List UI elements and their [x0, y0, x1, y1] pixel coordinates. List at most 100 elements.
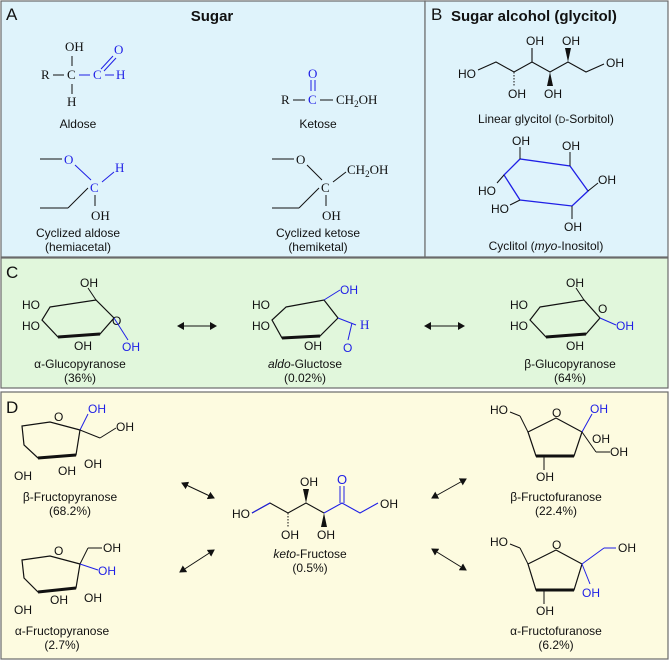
- beta-frf-oh-1: HO: [490, 403, 508, 417]
- beta-frp-caption-1: β-Fructopyranose: [23, 490, 118, 504]
- cyc-ketose-o: O: [296, 152, 305, 167]
- aldo-glc-h: H: [360, 317, 369, 332]
- beta-glc-caption-1: β-Glucopyranose: [524, 357, 616, 371]
- equilibrium-arrow-d3: [431, 478, 467, 499]
- beta-frp-oh-2: OH: [116, 420, 134, 434]
- cyc-aldose-h: H: [115, 160, 124, 175]
- keto-fru-oh-1: HO: [232, 507, 250, 521]
- panel-a-background: [0, 0, 426, 258]
- beta-frf-oh-2: OH: [590, 402, 608, 416]
- ketose-structure: O R C CH2OH Ketose: [281, 66, 377, 131]
- beta-glc-oh-4: OH: [566, 339, 584, 353]
- aldo-glc-oh-top: OH: [340, 283, 358, 297]
- sorbitol-oh-2: OH: [562, 34, 580, 48]
- aldose-o: O: [114, 42, 123, 57]
- inositol-oh-4: HO: [478, 184, 496, 198]
- alpha-frf-oh-4: OH: [536, 604, 554, 618]
- alpha-glc-ring-o: O: [112, 314, 121, 328]
- keto-fru-caption-1: keto-Fructose: [273, 547, 347, 561]
- beta-frf-oh-4: OH: [610, 445, 628, 459]
- alpha-glc-oh-2: HO: [22, 298, 40, 312]
- panel-b: B Sugar alcohol (glycitol) OH OH OH OH O…: [424, 0, 669, 258]
- beta-glc-caption-2: (64%): [554, 371, 586, 385]
- beta-frp-ring-o: O: [54, 410, 63, 424]
- aldose-h-bottom: H: [67, 94, 76, 109]
- alpha-glc-caption-1: α-Glucopyranose: [34, 357, 126, 371]
- alpha-glc-oh-5: OH: [122, 340, 140, 354]
- beta-glc-oh-5: OH: [616, 319, 634, 333]
- cyclized-aldose-structure: O C H OH Cyclized aldose (hemiacetal): [36, 152, 124, 254]
- sorbitol-oh-4: OH: [544, 87, 562, 101]
- panel-d: D O OH OH OH OH OH β-Fructopyranose (68.…: [0, 391, 669, 660]
- keto-fructose-structure: O HO OH OH OH OH keto-Fructose (0.5%): [232, 472, 398, 575]
- cyc-ketose-oh: OH: [322, 208, 341, 223]
- keto-fru-caption-2: (0.5%): [292, 561, 327, 575]
- aldo-glc-oh-3: HO: [252, 319, 270, 333]
- sorbitol-oh-1: OH: [526, 34, 544, 48]
- beta-frp-oh-1: OH: [88, 402, 106, 416]
- alpha-glc-oh-4: OH: [74, 339, 92, 353]
- alpha-frp-oh-3: OH: [84, 591, 102, 605]
- keto-fru-oh-5: OH: [380, 497, 398, 511]
- ketose-o: O: [308, 66, 317, 81]
- alpha-glc-caption-2: (36%): [64, 371, 96, 385]
- aldose-c1: C: [67, 67, 76, 82]
- sorbitol-caption: Linear glycitol (D-Sorbitol): [478, 112, 614, 126]
- inositol-oh-1: OH: [512, 134, 530, 148]
- alpha-glucopyranose-structure: O OH HO HO OH OH α-Glucopyranose (36%): [22, 276, 140, 385]
- panel-c: C O OH HO HO OH OH α-Glucopyranose (36%)…: [0, 257, 669, 389]
- ketose-c: C: [308, 92, 317, 107]
- aldo-glc-caption-2: (0.02%): [284, 371, 326, 385]
- beta-fructopyranose-structure: O OH OH OH OH OH β-Fructopyranose (68.2%…: [14, 402, 134, 518]
- aldo-glc-oh-4: OH: [304, 339, 322, 353]
- panel-c-background: [0, 257, 669, 389]
- inositol-oh-3: OH: [598, 173, 616, 187]
- cyc-ketose-ch2oh: CH2OH: [347, 162, 388, 179]
- alpha-frf-oh-2: OH: [618, 541, 636, 555]
- equilibrium-arrow-d1: [181, 481, 215, 500]
- keto-fru-oh-2: OH: [300, 475, 318, 489]
- aldose-structure: OH R C H C O H Aldose: [41, 39, 125, 131]
- inositol-structure: OH OH OH HO HO OH Cyclitol (myo-Inositol…: [478, 134, 616, 253]
- inositol-oh-2: OH: [562, 139, 580, 153]
- alpha-frf-oh-3: OH: [582, 586, 600, 600]
- panel-b-background: [424, 0, 669, 258]
- beta-fructofuranose-structure: O HO OH OH OH OH β-Fructofuranose (22.4%…: [490, 402, 628, 518]
- cyc-ketose-caption-1: Cyclized ketose: [276, 226, 360, 240]
- alpha-frp-oh-1: OH: [103, 541, 121, 555]
- alpha-frp-oh-5: OH: [14, 603, 32, 617]
- aldo-glc-caption-1: aldo-Gluctose: [268, 357, 342, 371]
- alpha-frp-ring-o: O: [54, 544, 63, 558]
- panel-d-letter: D: [6, 398, 18, 417]
- alpha-frf-caption-1: α-Fructofuranose: [510, 624, 602, 638]
- sorbitol-oh-3: OH: [508, 87, 526, 101]
- alpha-frf-oh-1: HO: [490, 535, 508, 549]
- panel-c-letter: C: [6, 263, 18, 282]
- ketose-r: R: [281, 92, 290, 107]
- aldose-c2: C: [93, 67, 102, 82]
- panel-b-title: Sugar alcohol (glycitol): [451, 8, 617, 25]
- beta-glc-ring-o: O: [598, 302, 607, 316]
- aldose-r: R: [41, 67, 50, 82]
- aldo-glucose-structure: OH HO HO OH H O aldo-Gluctose (0.02%): [252, 283, 369, 385]
- beta-frf-ring-o: O: [552, 406, 561, 420]
- cyclized-ketose-structure: O C CH2OH OH Cyclized ketose (hemiketal): [272, 152, 388, 254]
- panel-a: A Sugar OH R C H C O H Aldose O R C CH2O…: [0, 0, 426, 258]
- panel-b-letter: B: [431, 5, 442, 24]
- beta-glc-oh-1: OH: [566, 276, 584, 290]
- cyc-aldose-oh: OH: [91, 208, 110, 223]
- beta-frf-caption-2: (22.4%): [535, 504, 577, 518]
- beta-frf-caption-1: β-Fructofuranose: [510, 490, 602, 504]
- alpha-glc-oh-3: HO: [22, 319, 40, 333]
- alpha-glc-oh-1: OH: [80, 276, 98, 290]
- alpha-frp-caption-1: α-Fructopyranose: [15, 624, 110, 638]
- aldo-glc-oh-2: HO: [252, 298, 270, 312]
- cyc-aldose-c: C: [90, 180, 99, 195]
- beta-glucopyranose-structure: O OH HO HO OH OH β-Glucopyranose (64%): [510, 276, 634, 385]
- keto-fru-oh-3: OH: [281, 528, 299, 542]
- aldo-glc-o: O: [343, 341, 352, 355]
- cyc-aldose-caption-1: Cyclized aldose: [36, 226, 120, 240]
- beta-glc-oh-3: HO: [510, 319, 528, 333]
- panel-a-title: Sugar: [191, 8, 234, 25]
